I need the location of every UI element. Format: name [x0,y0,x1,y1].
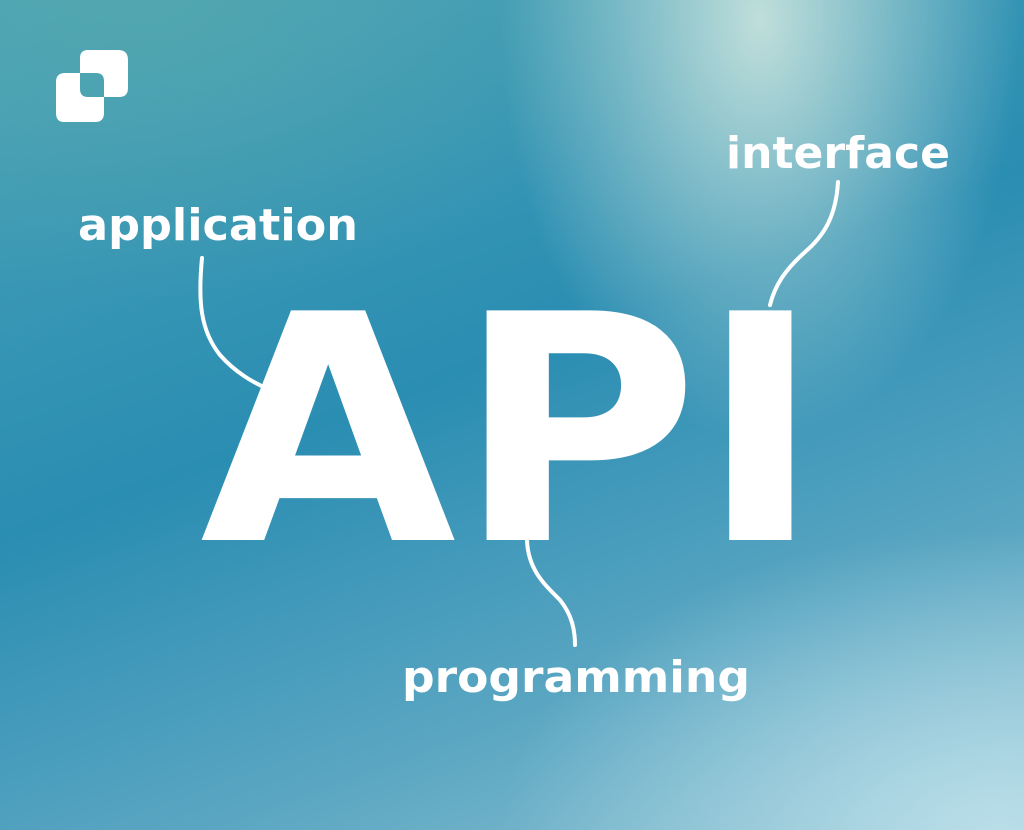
label-interface: interface [726,128,950,179]
api-title: API [200,249,822,615]
logo-icon [56,50,128,122]
label-application: application [78,200,358,251]
connector-lines [198,180,840,647]
connector-application [198,256,272,392]
label-programming: programming [402,652,750,703]
connector-programming [525,538,577,647]
connector-interface [768,180,840,307]
